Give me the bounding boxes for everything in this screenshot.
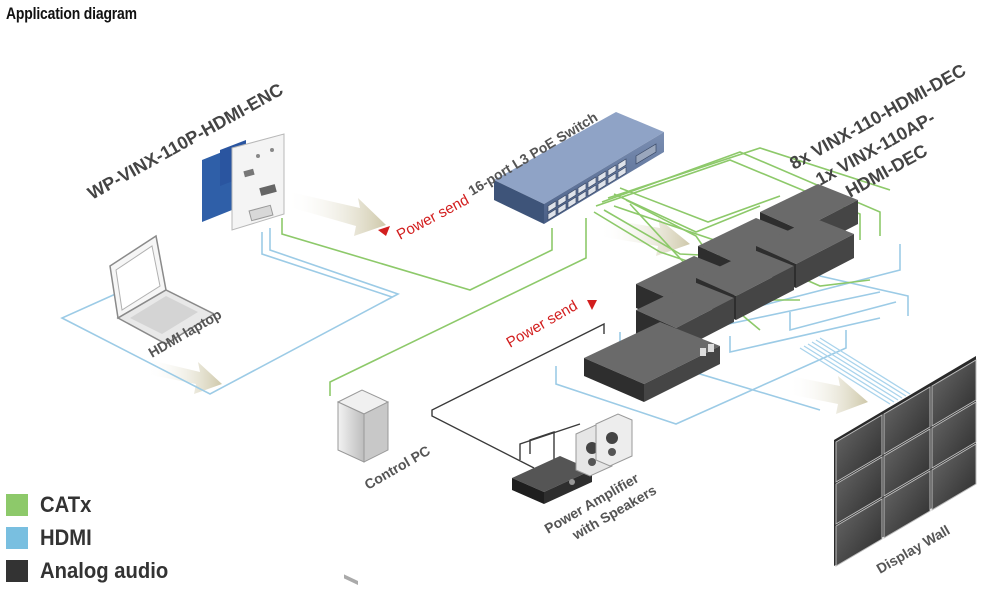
legend-swatch-hdmi (6, 526, 28, 549)
switch-ports (547, 143, 657, 221)
power-send-arrow-bottom (587, 300, 597, 310)
legend-label: CATx (40, 491, 92, 517)
hdmi-cable-laptop-encoder (60, 228, 401, 395)
flow-arrow-encoder (286, 192, 386, 236)
catx-cable-switch-dec5 (619, 187, 781, 223)
speakers (575, 413, 633, 477)
legend-swatch-catx (6, 493, 28, 516)
hdmi-bundle (799, 337, 911, 405)
legend-item-analog-audio: Analog audio (6, 554, 179, 587)
flow-arrow-wall (788, 376, 868, 414)
hdmi-cable-decoders-6 (729, 317, 881, 354)
diagram-title: Application diagram (6, 4, 137, 23)
catx-cable-controlpc-switch (329, 218, 587, 396)
hdmi-cable-decoders-7 (789, 301, 897, 332)
power-amplifier (512, 456, 592, 504)
legend-item-catx: CATx (6, 488, 179, 521)
audio-cable-amp-speaker2 (529, 431, 555, 462)
catx-cable-switch-dec3 (607, 147, 891, 199)
encoder-wallplate (202, 133, 285, 231)
audio-cable-amp-speaker1 (519, 423, 581, 460)
legend: CATx HDMI Analog audio (6, 488, 179, 587)
display-wall (834, 356, 977, 567)
decoder-unit-audio (584, 322, 720, 402)
audio-cables (431, 322, 605, 469)
legend-label: HDMI (40, 524, 92, 550)
audio-cable-decoder-amp (431, 322, 605, 469)
catx-cable-switch-dec4 (613, 193, 761, 233)
catx-cable-switch-dec1 (595, 159, 861, 240)
poe-switch (494, 112, 664, 224)
hdmi-cable-decoders-1 (555, 330, 847, 425)
label-power-send-bottom: Power send (504, 297, 581, 351)
legend-item-hdmi: HDMI (6, 521, 179, 554)
label-power-send-top: Power send (394, 191, 472, 243)
hdmi-cable-laptop-encoder-2 (261, 232, 393, 298)
control-pc (336, 389, 390, 585)
power-send-arrow-top (378, 226, 390, 236)
display-panels (835, 359, 977, 567)
legend-swatch-analog-audio (6, 559, 28, 582)
decoder-units (584, 184, 858, 402)
laptop (109, 234, 216, 345)
legend-label: Analog audio (40, 557, 169, 583)
flow-arrow-laptop (146, 360, 222, 394)
catx-cable-encoder-switch (281, 218, 553, 291)
